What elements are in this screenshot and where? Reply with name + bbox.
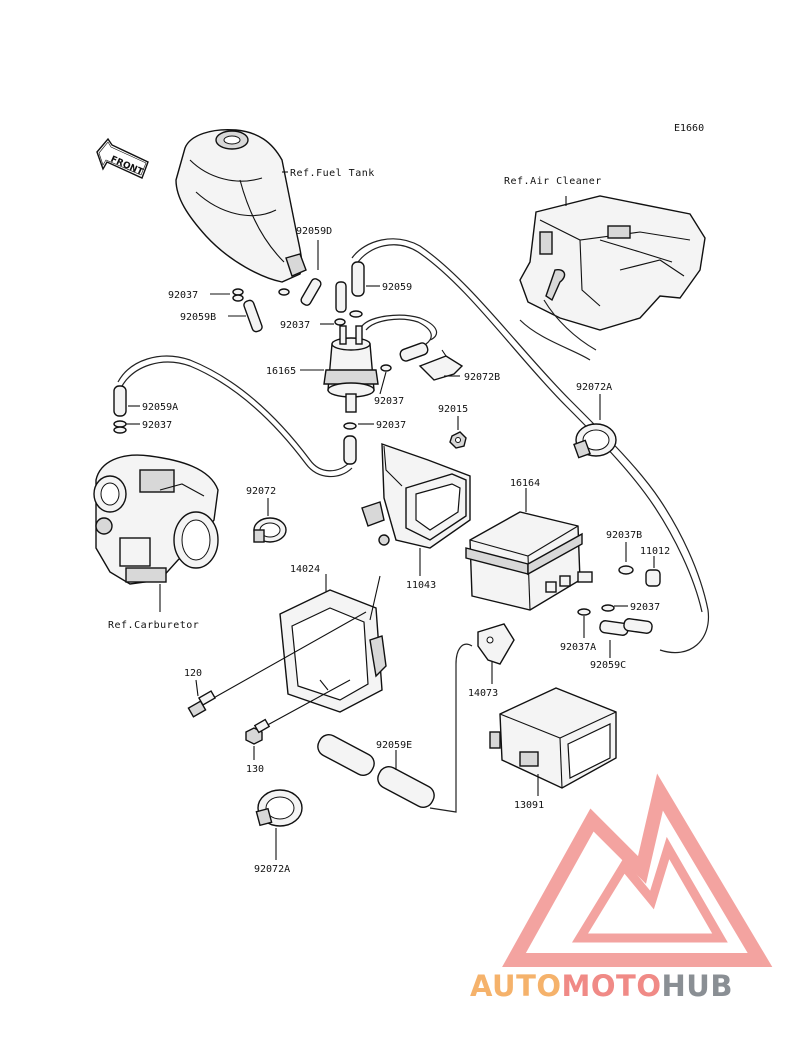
part-label-92072a-bottom: 92072A: [254, 864, 290, 875]
part-label-92059: 92059: [382, 282, 412, 293]
part-92059b: [228, 299, 263, 333]
front-arrow-icon: FRONT: [96, 137, 149, 179]
part-92059e-hose: [317, 734, 435, 808]
part-92072a-clamp-top: [573, 394, 617, 459]
part-label-92059e: 92059E: [376, 740, 412, 751]
watermark-auto: AUTO: [470, 969, 562, 1003]
part-92072-clamp: [253, 498, 287, 543]
part-92072b-bracket: [418, 349, 464, 381]
part-14024-cover: [279, 574, 387, 713]
part-label-16165: 16165: [266, 366, 296, 377]
ref-air-cleaner: Ref.Air Cleaner: [504, 176, 602, 187]
part-label-92037-4: 92037: [142, 420, 172, 431]
part-label-92072a-top: 92072A: [576, 382, 612, 393]
part-130-bolt: [245, 718, 271, 760]
part-label-92037b: 92037B: [606, 530, 642, 541]
part-label-92059d: 92059D: [296, 226, 332, 237]
part-16165-fuel-filter: [300, 325, 379, 413]
automotohub-logo: [502, 773, 773, 967]
part-label-11012: 11012: [640, 546, 670, 557]
part-92015-nut: [449, 416, 467, 449]
part-label-92072: 92072: [246, 486, 276, 497]
part-label-120: 120: [184, 668, 202, 679]
part-label-92037a: 92037A: [560, 642, 596, 653]
air-cleaner: [519, 195, 706, 331]
part-label-13091: 13091: [514, 800, 544, 811]
part-92059a: [113, 385, 140, 417]
part-14073: [477, 623, 515, 684]
watermark-hub: HUB: [662, 969, 733, 1003]
carburetor: [93, 454, 219, 612]
part-label-92059a: 92059A: [142, 402, 178, 413]
part-13091-box: [489, 687, 617, 796]
part-label-92037-1: 92037: [168, 290, 198, 301]
part-label-92015: 92015: [438, 404, 468, 415]
part-label-92072b: 92072B: [464, 372, 500, 383]
part-92059: [335, 261, 380, 313]
part-label-92037-2: 92037: [280, 320, 310, 331]
part-16164-canister: [465, 488, 593, 611]
part-label-130: 130: [246, 764, 264, 775]
part-92072a-clamp-bottom: [255, 789, 303, 860]
diagram-code: E1660: [674, 123, 704, 134]
part-label-16164: 16164: [510, 478, 540, 489]
part-label-92037-6: 92037: [630, 602, 660, 613]
ref-fuel-tank: Ref.Fuel Tank: [290, 168, 375, 179]
watermark-text: AUTOMOTOHUB: [470, 969, 733, 1003]
ref-carburetor: Ref.Carburetor: [108, 620, 199, 631]
watermark-moto: MOTO: [562, 969, 662, 1003]
part-label-11043: 11043: [406, 580, 436, 591]
part-11043-bracket: [361, 443, 471, 576]
part-92059d: [300, 240, 322, 306]
part-label-92037-3: 92037: [374, 396, 404, 407]
part-120-bolt: [187, 679, 217, 718]
part-label-92037-5: 92037: [376, 420, 406, 431]
part-label-14073: 14073: [468, 688, 498, 699]
fuel-tank: [175, 128, 307, 283]
part-label-92059b: 92059B: [180, 312, 216, 323]
part-label-14024: 14024: [290, 564, 320, 575]
part-92037-clip-1: [210, 288, 244, 302]
part-label-92059c: 92059C: [590, 660, 626, 671]
